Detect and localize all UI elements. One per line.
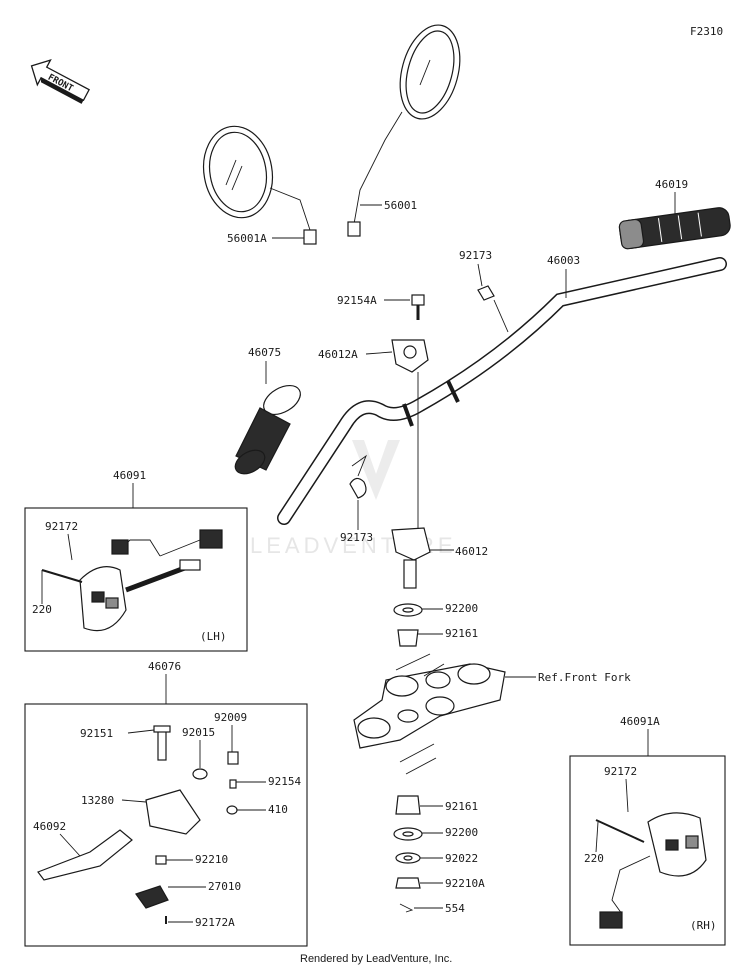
clamp-upper-part <box>391 339 429 373</box>
lh-switch-box <box>24 507 248 652</box>
label-ref-front-fork: Ref.Front Fork <box>538 671 631 684</box>
front-arrow-icon: FRONT <box>30 59 90 104</box>
lever-assembly-part <box>37 725 239 924</box>
label-92161-bottom: 92161 <box>445 800 478 813</box>
lh-tag: (LH) <box>200 630 227 643</box>
footer-credit: Rendered by LeadVenture, Inc. <box>300 953 452 965</box>
label-92151: 92151 <box>80 727 113 740</box>
label-92200-bottom: 92200 <box>445 826 478 839</box>
label-46003: 46003 <box>547 254 580 267</box>
rh-switch-part <box>595 812 707 929</box>
label-46075: 46075 <box>248 346 281 359</box>
label-46019: 46019 <box>655 178 688 191</box>
label-92154a: 92154A <box>337 294 377 307</box>
rh-switch-box <box>569 755 726 946</box>
label-56001: 56001 <box>384 199 417 212</box>
label-13280: 13280 <box>81 794 114 807</box>
label-92022: 92022 <box>445 852 478 865</box>
clip-top-part <box>477 285 495 301</box>
washer-92022-part <box>395 852 421 864</box>
label-92161-top: 92161 <box>445 627 478 640</box>
label-220-rh: 220 <box>584 852 604 865</box>
nut-92210a-part <box>395 877 421 889</box>
figure-code: F2310 <box>690 25 723 38</box>
clamp-lower-part <box>391 527 431 589</box>
triple-clamp-part <box>353 653 506 775</box>
label-220-lh: 220 <box>32 603 52 616</box>
washer-bottom-part <box>393 827 423 841</box>
label-92015: 92015 <box>182 726 215 739</box>
lh-switch-part <box>79 529 223 632</box>
label-92009: 92009 <box>214 711 247 724</box>
label-92210: 92210 <box>195 853 228 866</box>
label-92172a: 92172A <box>195 916 235 929</box>
bolt-92154a-part <box>411 294 425 320</box>
grip-right-part <box>618 207 731 250</box>
label-92200-top: 92200 <box>445 602 478 615</box>
label-46091a: 46091A <box>620 715 660 728</box>
rh-tag: (RH) <box>690 919 717 932</box>
grip-left-part <box>234 384 301 475</box>
clip-mid-part <box>349 477 367 499</box>
label-92210a: 92210A <box>445 877 485 890</box>
label-46076: 46076 <box>148 660 181 673</box>
damper-bottom-part <box>395 795 421 815</box>
label-554: 554 <box>445 902 465 915</box>
label-92173-top: 92173 <box>459 249 492 262</box>
label-46012: 46012 <box>455 545 488 558</box>
damper-top-part <box>397 629 419 647</box>
label-46092: 46092 <box>33 820 66 833</box>
mirror-right-part <box>347 24 461 237</box>
label-46091: 46091 <box>113 469 146 482</box>
washer-top-part <box>393 603 423 617</box>
label-92173-mid: 92173 <box>340 531 373 544</box>
label-27010: 27010 <box>208 880 241 893</box>
label-410: 410 <box>268 803 288 816</box>
label-92172-rh: 92172 <box>604 765 637 778</box>
handlebar-part <box>277 257 727 525</box>
label-92172-lh: 92172 <box>45 520 78 533</box>
mirror-left-part <box>202 125 317 245</box>
pin-554-part <box>399 903 414 913</box>
label-46012a: 46012A <box>318 348 358 361</box>
label-56001a: 56001A <box>227 232 267 245</box>
lever-assembly-box <box>24 703 308 947</box>
label-92154: 92154 <box>268 775 301 788</box>
